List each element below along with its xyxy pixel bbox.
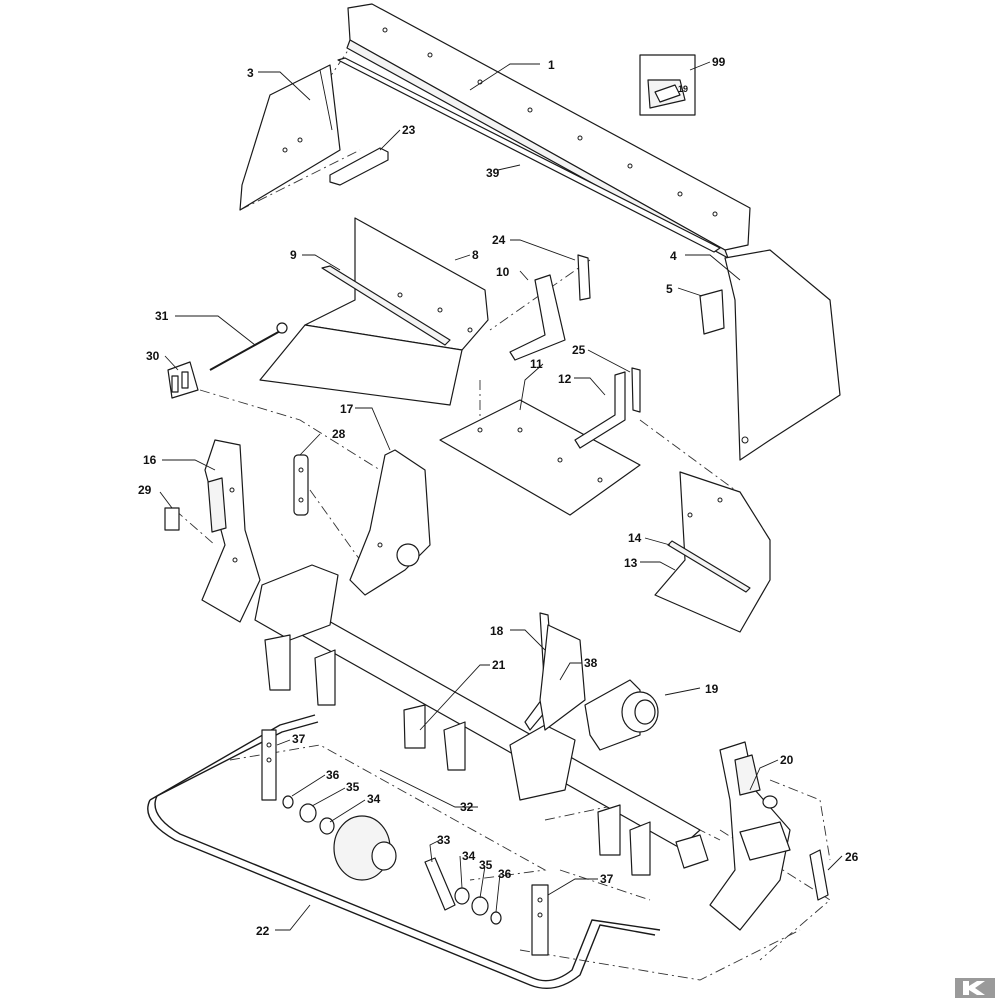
label-part-10: 10 [496, 265, 510, 279]
part-12-bracket [574, 371, 626, 449]
label-part-32: 32 [460, 800, 474, 814]
label-part-24: 24 [492, 233, 506, 247]
kit-bag-number: 19 [678, 84, 688, 94]
beam-holes [382, 27, 718, 217]
part-37-bracket-left [261, 729, 277, 801]
label-part-18: 18 [490, 624, 504, 638]
part-11-floor-plate [439, 399, 641, 516]
part-8-panel [259, 217, 489, 406]
label-part-8: 8 [472, 248, 479, 262]
label-part-99: 99 [712, 55, 726, 69]
part-16-frame [201, 439, 261, 623]
part-labels: 1 3 4 5 8 9 10 11 12 13 14 16 17 18 19 2… [138, 55, 859, 938]
label-part-5: 5 [666, 282, 673, 296]
label-part-38: 38 [584, 656, 598, 670]
label-part-37-left: 37 [292, 732, 306, 746]
label-part-25: 25 [572, 343, 586, 357]
part-17-side-plate [349, 449, 431, 596]
part-13-panel [654, 471, 771, 633]
label-part-21: 21 [492, 658, 506, 672]
part-10-bracket [509, 274, 566, 361]
label-part-35-left: 35 [346, 780, 360, 794]
part-39-long-bar [337, 57, 721, 253]
label-part-12: 12 [558, 372, 572, 386]
part-35-bearing-left [299, 803, 317, 823]
leader-lines [159, 61, 843, 931]
label-part-23: 23 [402, 123, 416, 137]
part-36-bushing-right [490, 911, 502, 925]
part-25-plate [631, 367, 641, 413]
label-part-28: 28 [332, 427, 346, 441]
label-part-34-left: 34 [367, 792, 381, 806]
part-19-bearing-bracket [584, 679, 659, 751]
label-part-29: 29 [138, 483, 152, 497]
label-part-31: 31 [155, 309, 169, 323]
label-part-36-left: 36 [326, 768, 340, 782]
label-part-17: 17 [340, 402, 354, 416]
part-20-frame [709, 741, 791, 931]
part-30-clevis [167, 361, 199, 399]
part-36-bushing-left [282, 795, 294, 809]
roller-assembly [282, 795, 502, 925]
label-part-33: 33 [437, 833, 451, 847]
part-22-base-frame [147, 714, 661, 989]
label-part-13: 13 [624, 556, 638, 570]
label-part-34-right: 34 [462, 849, 476, 863]
part-3-left-panel [239, 64, 341, 211]
part-33-shaft [424, 857, 456, 911]
part-37-bracket-right [531, 884, 549, 956]
label-part-30: 30 [146, 349, 160, 363]
label-part-11: 11 [530, 357, 543, 371]
part-34-seal-right [454, 887, 470, 905]
part-24-small-plate [577, 254, 591, 301]
part-26-link [809, 849, 829, 901]
part-28-plate [293, 454, 309, 516]
label-part-37-right: 37 [600, 872, 614, 886]
label-part-22: 22 [256, 924, 270, 938]
label-part-26: 26 [845, 850, 859, 864]
part-4-right-panel [724, 249, 841, 461]
part-31-bolt [209, 322, 288, 371]
part-23-bracket [329, 147, 389, 186]
label-part-3: 3 [247, 66, 254, 80]
part-38-plate [539, 624, 586, 731]
part-99-kit-bag: 19 [639, 54, 696, 116]
label-part-20: 20 [780, 753, 794, 767]
part-5-plate [699, 289, 725, 335]
label-part-36-right: 36 [498, 867, 512, 881]
label-part-16: 16 [143, 453, 157, 467]
label-part-14: 14 [628, 531, 642, 545]
part-14-strip [667, 540, 751, 593]
part-9-strip [321, 265, 451, 346]
part-21-axle [254, 564, 709, 876]
brand-logo [955, 978, 995, 998]
label-part-19: 19 [705, 682, 719, 696]
part-35-bearing-right [471, 896, 489, 916]
label-part-9: 9 [290, 248, 297, 262]
label-part-39: 39 [486, 166, 500, 180]
part-29-block [164, 507, 180, 531]
label-part-1: 1 [548, 58, 555, 72]
label-part-4: 4 [670, 249, 677, 263]
label-part-35-right: 35 [479, 858, 493, 872]
